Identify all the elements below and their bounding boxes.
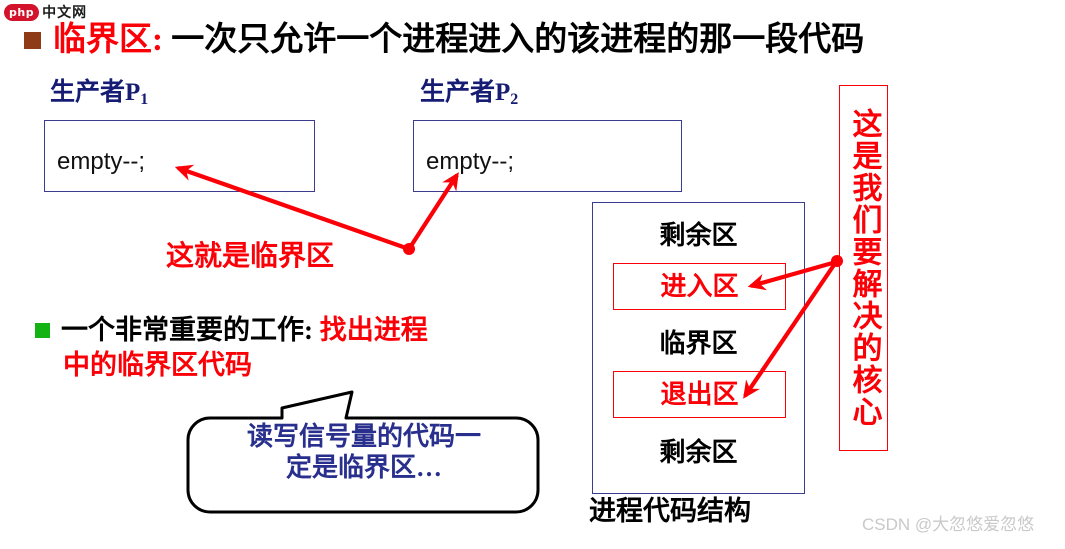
site-logo: php 中文网 xyxy=(4,2,87,22)
critical-section-callout: 这就是临界区 xyxy=(166,241,335,272)
speech-bubble: 读写信号量的代码一 定是临界区… xyxy=(186,386,546,514)
process-cell-remainder-bottom: 剩余区 xyxy=(659,438,738,467)
slide-title: 临界区: 一次只允许一个进程进入的该进程的那一段代码 xyxy=(24,17,1059,63)
page-title-rest: 一次只允许一个进程进入的该进程的那一段代码 xyxy=(163,21,865,58)
producer-1-code-box: empty--; xyxy=(44,120,315,192)
arrow-junction-dot xyxy=(403,243,415,255)
square-bullet-icon xyxy=(24,31,41,49)
core-problem-callout-box: 这是我们要解决的核心 xyxy=(839,85,888,451)
square-bullet-green-icon xyxy=(35,323,50,338)
php-logo-badge: php xyxy=(4,3,40,21)
producer-1-code-text: empty--; xyxy=(57,148,146,175)
process-cell-critical-section: 临界区 xyxy=(659,329,738,358)
producer-2-heading: 生产者P2 xyxy=(420,79,519,108)
important-task-line1-red: 找出进程 xyxy=(319,315,428,345)
speech-bubble-shape xyxy=(186,390,540,514)
page-title: 临界区: 一次只允许一个进程进入的该进程的那一段代码 xyxy=(53,21,865,58)
important-task-text: 一个非常重要的工作: 找出进程 中的临界区代码 xyxy=(61,313,428,383)
important-task-line1-black: 一个非常重要的工作: xyxy=(61,315,320,345)
producer-2-code-text: empty--; xyxy=(426,148,515,175)
speech-bubble-line-1: 读写信号量的代码一 xyxy=(246,422,481,451)
process-cell-exit-section: 退出区 xyxy=(613,371,786,418)
process-structure-caption: 进程代码结构 xyxy=(589,496,751,526)
important-task-line2: 中的临界区代码 xyxy=(63,350,252,381)
producer-1-heading-label: 生产者P xyxy=(50,79,141,106)
process-code-structure-box: 剩余区 进入区 临界区 退出区 剩余区 xyxy=(592,202,805,494)
speech-bubble-text: 读写信号量的代码一 定是临界区… xyxy=(204,422,524,483)
important-task-bullet: 一个非常重要的工作: 找出进程 中的临界区代码 xyxy=(35,313,428,383)
producer-2-code-box: empty--; xyxy=(413,120,682,192)
page-title-highlight: 临界区: xyxy=(53,21,163,58)
process-cell-remainder-top: 剩余区 xyxy=(659,221,738,250)
process-cell-entry-section: 进入区 xyxy=(613,263,786,310)
producer-1-heading: 生产者P1 xyxy=(50,79,149,108)
site-logo-text: 中文网 xyxy=(42,4,88,20)
core-problem-callout-text: 这是我们要解决的核心 xyxy=(847,108,881,428)
producer-2-index: 2 xyxy=(510,91,519,108)
watermark: CSDN @大忽悠爱忽悠 xyxy=(862,515,1035,534)
producer-2-heading-label: 生产者P xyxy=(420,79,511,106)
speech-bubble-line-2: 定是临界区… xyxy=(285,452,442,482)
producer-1-index: 1 xyxy=(140,91,149,108)
